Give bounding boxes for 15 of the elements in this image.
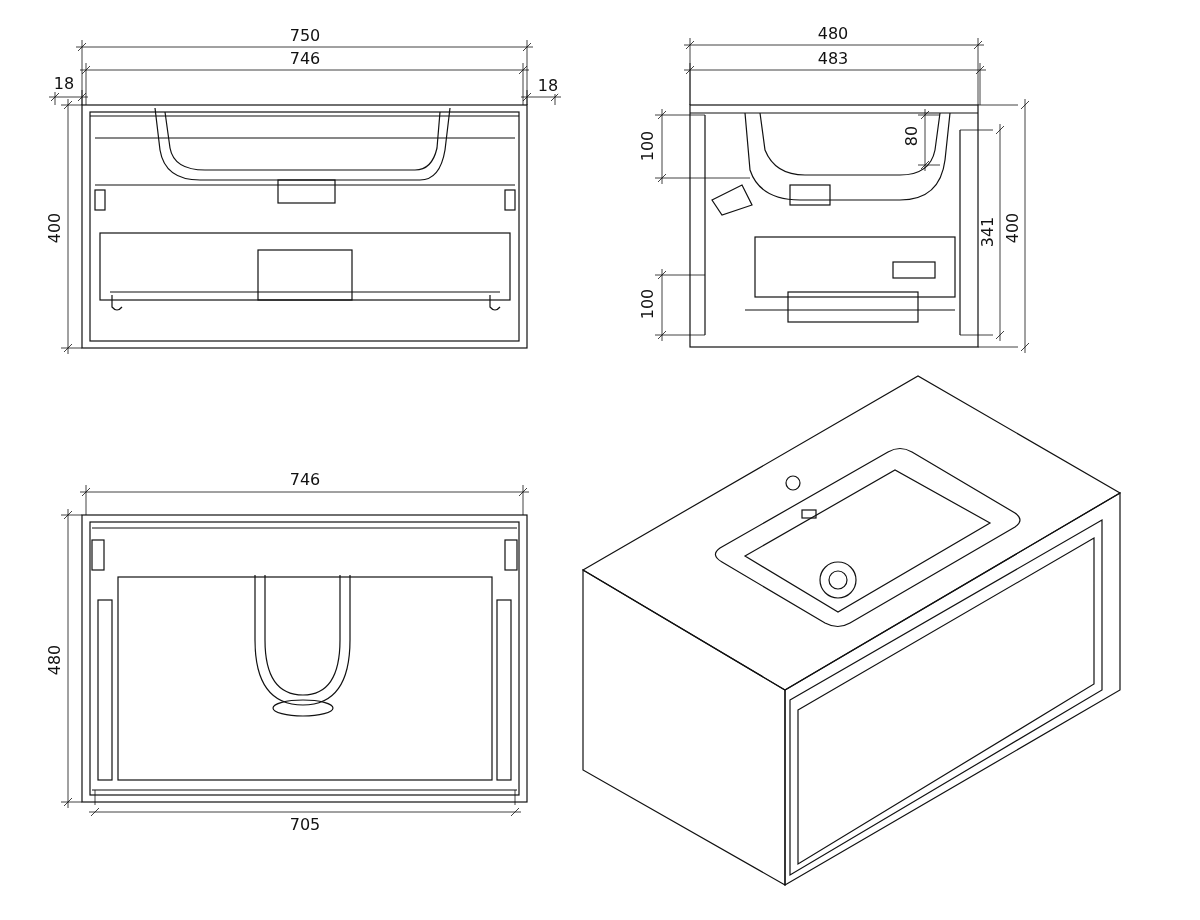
dimension-label: 746 bbox=[288, 51, 322, 67]
dimension-label: 341 bbox=[980, 215, 996, 249]
dimension-label: 750 bbox=[288, 28, 322, 44]
dimension-label: 18 bbox=[536, 78, 560, 94]
dimension-label: 400 bbox=[47, 211, 63, 245]
dimension-label: 100 bbox=[640, 287, 656, 321]
dimension-label: 480 bbox=[47, 643, 63, 677]
dimension-label: 480 bbox=[816, 26, 850, 42]
dimension-label: 705 bbox=[288, 817, 322, 833]
dimension-label: 483 bbox=[816, 51, 850, 67]
dimension-label: 80 bbox=[904, 124, 920, 148]
dimension-label: 746 bbox=[288, 472, 322, 488]
dimension-label: 400 bbox=[1005, 211, 1021, 245]
dimension-label: 18 bbox=[52, 76, 76, 92]
dimension-label: 100 bbox=[640, 129, 656, 163]
